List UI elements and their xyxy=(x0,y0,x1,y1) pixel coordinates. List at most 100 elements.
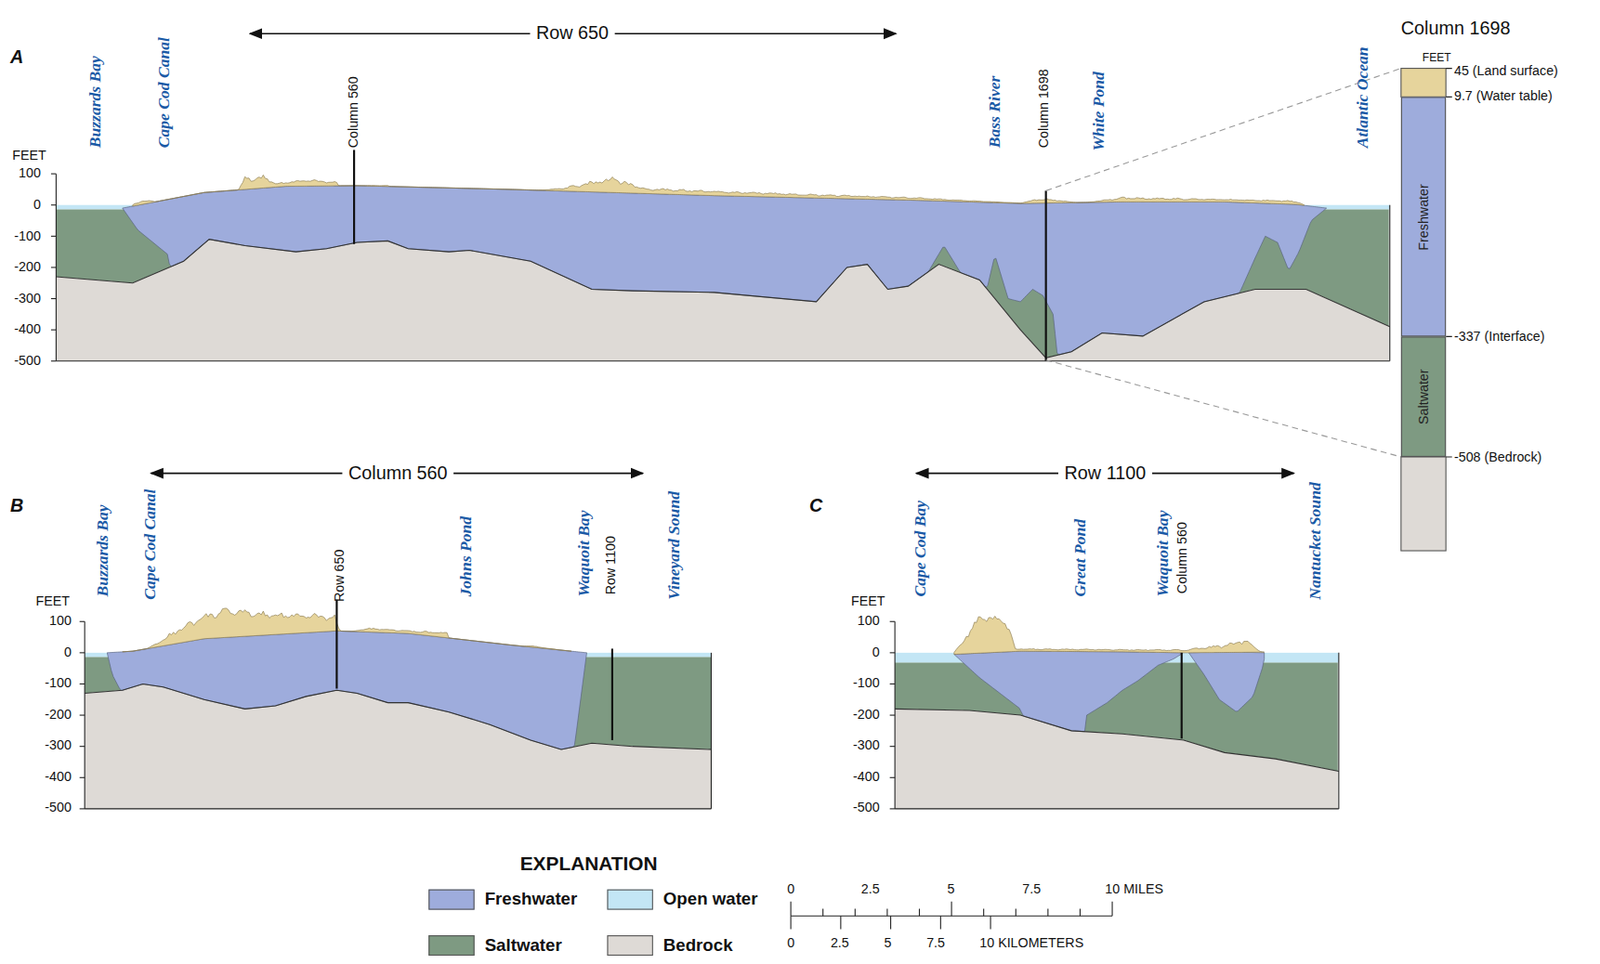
inset-leader xyxy=(1046,68,1402,192)
legend-title: EXPLANATION xyxy=(520,852,658,876)
scale-tick xyxy=(1047,909,1049,918)
axis-tick xyxy=(79,746,85,748)
axis-tick-label: -300 xyxy=(852,738,880,754)
panel-letter: B xyxy=(10,496,24,518)
axis-tick-label: 100 xyxy=(49,614,72,630)
grid-line-label: Row 650 xyxy=(332,550,348,603)
section-extent-label: Row 650 xyxy=(529,23,615,45)
axis-line xyxy=(1389,205,1391,362)
axis-tick xyxy=(79,777,85,779)
model-column-line xyxy=(1180,653,1183,739)
axis-line xyxy=(55,360,1390,362)
axis-tick-label: -300 xyxy=(44,738,72,754)
legend-label: Bedrock xyxy=(663,935,734,956)
water-band: Freshwater xyxy=(1401,96,1446,337)
section-fill xyxy=(1188,652,1264,712)
scale-label: 5 xyxy=(883,936,892,952)
section-fill xyxy=(954,651,1183,733)
axis-tick xyxy=(890,777,895,779)
scale-label: 2.5 xyxy=(861,881,880,897)
axis-tick xyxy=(51,204,56,206)
place-name: Cape Cod Canal xyxy=(155,37,174,148)
axis-tick-label: -500 xyxy=(852,800,880,816)
section-fill xyxy=(122,608,572,653)
band-label: Freshwater xyxy=(1416,183,1431,250)
axis-tick xyxy=(890,652,895,654)
axis-label: FEET xyxy=(851,594,885,610)
axis-tick xyxy=(79,715,85,717)
axis-tick xyxy=(51,173,56,175)
place-name: Buzzards Bay xyxy=(93,504,113,597)
axis-label: FEET xyxy=(1422,51,1452,65)
axis-tick-label: -100 xyxy=(13,229,41,245)
scale-tick xyxy=(940,916,942,930)
axis-tick xyxy=(890,621,895,623)
scale-tick xyxy=(1079,909,1081,918)
cross-section xyxy=(51,149,1391,361)
axis-tick xyxy=(890,683,895,685)
cross-section xyxy=(79,600,712,810)
scale-label: 5 xyxy=(947,881,956,897)
place-name: Great Pond xyxy=(1071,519,1090,597)
place-name: Waquoit Bay xyxy=(574,511,593,598)
axis-tick-label: -200 xyxy=(44,708,72,723)
axis-tick-label: -200 xyxy=(852,708,880,723)
scale-label: 10 KILOMETERS xyxy=(979,936,1084,952)
axis-tick-label: 100 xyxy=(857,614,880,630)
bedrock-surface xyxy=(55,239,1390,359)
inset-title: Column 1698 xyxy=(1401,17,1511,40)
grid-line-label: Row 1100 xyxy=(603,536,619,595)
water-band: Saltwater xyxy=(1401,336,1446,458)
scale-tick xyxy=(822,909,824,918)
scale-label: 0 xyxy=(786,881,795,897)
legend-swatch xyxy=(606,935,653,957)
place-name: White Pond xyxy=(1089,71,1109,151)
panel-letter: C xyxy=(809,496,823,518)
axis-line xyxy=(894,808,1339,810)
legend-swatch xyxy=(606,890,653,911)
axis-tick xyxy=(51,298,56,300)
axis-tick xyxy=(79,683,85,685)
scale-tick xyxy=(790,902,792,917)
scale-tick xyxy=(890,916,892,930)
land-band xyxy=(1401,68,1446,98)
scale-tick xyxy=(951,902,953,917)
place-name: Johns Pond xyxy=(457,516,476,597)
grid-line-label: Column 560 xyxy=(1175,522,1191,594)
place-name: Vineyard Sound xyxy=(665,491,684,601)
axis-label: FEET xyxy=(12,148,46,164)
axis-tick-label: -200 xyxy=(13,260,41,276)
axis-tick xyxy=(79,621,85,623)
axis-tick-label: -500 xyxy=(44,800,72,816)
axis-tick-label: 0 xyxy=(64,645,72,661)
axis-tick xyxy=(890,746,895,748)
inset-tick xyxy=(1445,336,1453,338)
axis-label: FEET xyxy=(35,594,69,610)
axis-tick-label: -300 xyxy=(13,291,41,307)
section-extent-label: Column 560 xyxy=(341,462,454,485)
scale-label: 2.5 xyxy=(830,936,850,952)
axis-tick-label: -500 xyxy=(13,354,41,369)
axis-label: -337 (Interface) xyxy=(1454,329,1546,345)
scale-tick xyxy=(790,916,792,930)
scale-tick xyxy=(990,916,992,930)
axis-tick xyxy=(51,236,56,237)
inset-leader xyxy=(1046,360,1402,458)
axis-tick xyxy=(890,808,895,810)
axis-tick-label: -400 xyxy=(44,770,72,786)
grid-line-label: Column 1698 xyxy=(1036,68,1052,148)
section-fill xyxy=(122,185,1327,355)
place-name: Cape Cod Canal xyxy=(141,489,160,601)
legend-label: Freshwater xyxy=(485,890,578,910)
panel-letter: A xyxy=(10,47,24,69)
scale-tick xyxy=(1015,909,1017,918)
section-fill xyxy=(106,630,587,749)
scale-label: 0 xyxy=(786,936,795,952)
axis-label: 45 (Land surface) xyxy=(1454,64,1559,79)
scale-label: 10 MILES xyxy=(1104,881,1164,897)
axis-tick xyxy=(51,266,56,268)
axis-line xyxy=(84,808,711,810)
place-name: Bass River xyxy=(985,76,1005,149)
axis-tick-label: -100 xyxy=(852,676,880,692)
